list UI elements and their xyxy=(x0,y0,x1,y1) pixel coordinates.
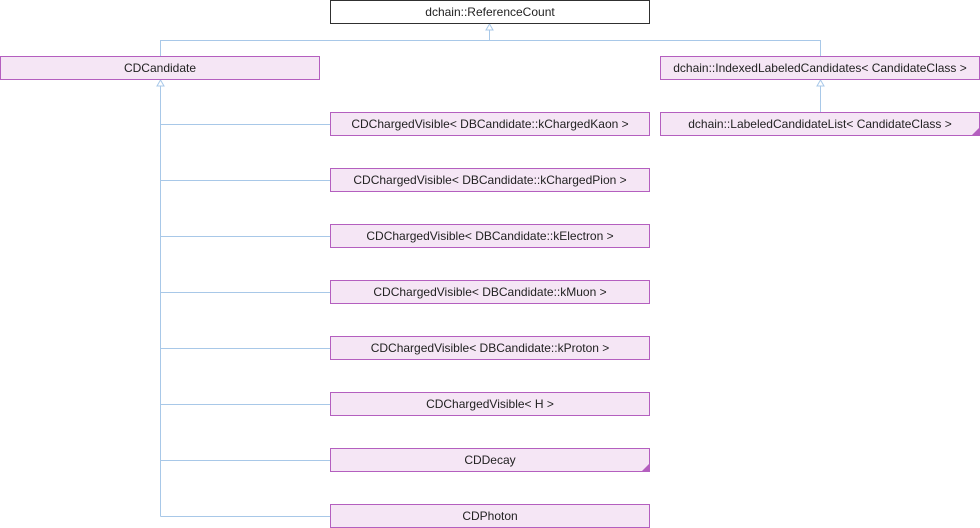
collapsed-corner-icon xyxy=(972,128,979,135)
node-indexed-labeled-candidates[interactable]: dchain::IndexedLabeledCandidates< Candid… xyxy=(660,56,980,80)
collapsed-corner-icon xyxy=(642,464,649,471)
node-label: dchain::ReferenceCount xyxy=(425,5,555,19)
node-label: CDPhoton xyxy=(462,509,518,523)
node-label: CDChargedVisible< DBCandidate::kChargedK… xyxy=(351,117,629,131)
node-cd-candidate[interactable]: CDCandidate xyxy=(0,56,320,80)
node-reference-count[interactable]: dchain::ReferenceCount xyxy=(330,0,650,24)
node-charged-h[interactable]: CDChargedVisible< H > xyxy=(330,392,650,416)
edge-indexedlabeled-to-referencecount xyxy=(489,40,821,56)
arrowhead-cdcandidate xyxy=(156,79,165,87)
node-cd-photon[interactable]: CDPhoton xyxy=(330,504,650,528)
node-cd-decay[interactable]: CDDecay xyxy=(330,448,650,472)
edge-cdcandidate-to-referencecount xyxy=(160,28,490,56)
arrowhead-indexedlabeled xyxy=(816,79,825,87)
node-label: dchain::LabeledCandidateList< CandidateC… xyxy=(688,117,952,131)
node-label: CDChargedVisible< DBCandidate::kChargedP… xyxy=(353,173,627,187)
node-electron[interactable]: CDChargedVisible< DBCandidate::kElectron… xyxy=(330,224,650,248)
node-label: CDChargedVisible< DBCandidate::kElectron… xyxy=(366,229,614,243)
node-charged-pion[interactable]: CDChargedVisible< DBCandidate::kChargedP… xyxy=(330,168,650,192)
node-label: CDChargedVisible< DBCandidate::kMuon > xyxy=(373,285,607,299)
node-label: CDCandidate xyxy=(123,61,197,75)
node-label: CDChargedVisible< H > xyxy=(426,397,554,411)
node-muon[interactable]: CDChargedVisible< DBCandidate::kMuon > xyxy=(330,280,650,304)
node-label: CDDecay xyxy=(464,453,516,467)
node-label: dchain::IndexedLabeledCandidates< Candid… xyxy=(673,61,967,75)
node-label: CDChargedVisible< DBCandidate::kProton > xyxy=(370,341,610,355)
node-labeled-candidate-list[interactable]: dchain::LabeledCandidateList< CandidateC… xyxy=(660,112,980,136)
node-proton[interactable]: CDChargedVisible< DBCandidate::kProton > xyxy=(330,336,650,360)
arrowhead-referencecount xyxy=(485,23,494,31)
node-charged-kaon[interactable]: CDChargedVisible< DBCandidate::kChargedK… xyxy=(330,112,650,136)
